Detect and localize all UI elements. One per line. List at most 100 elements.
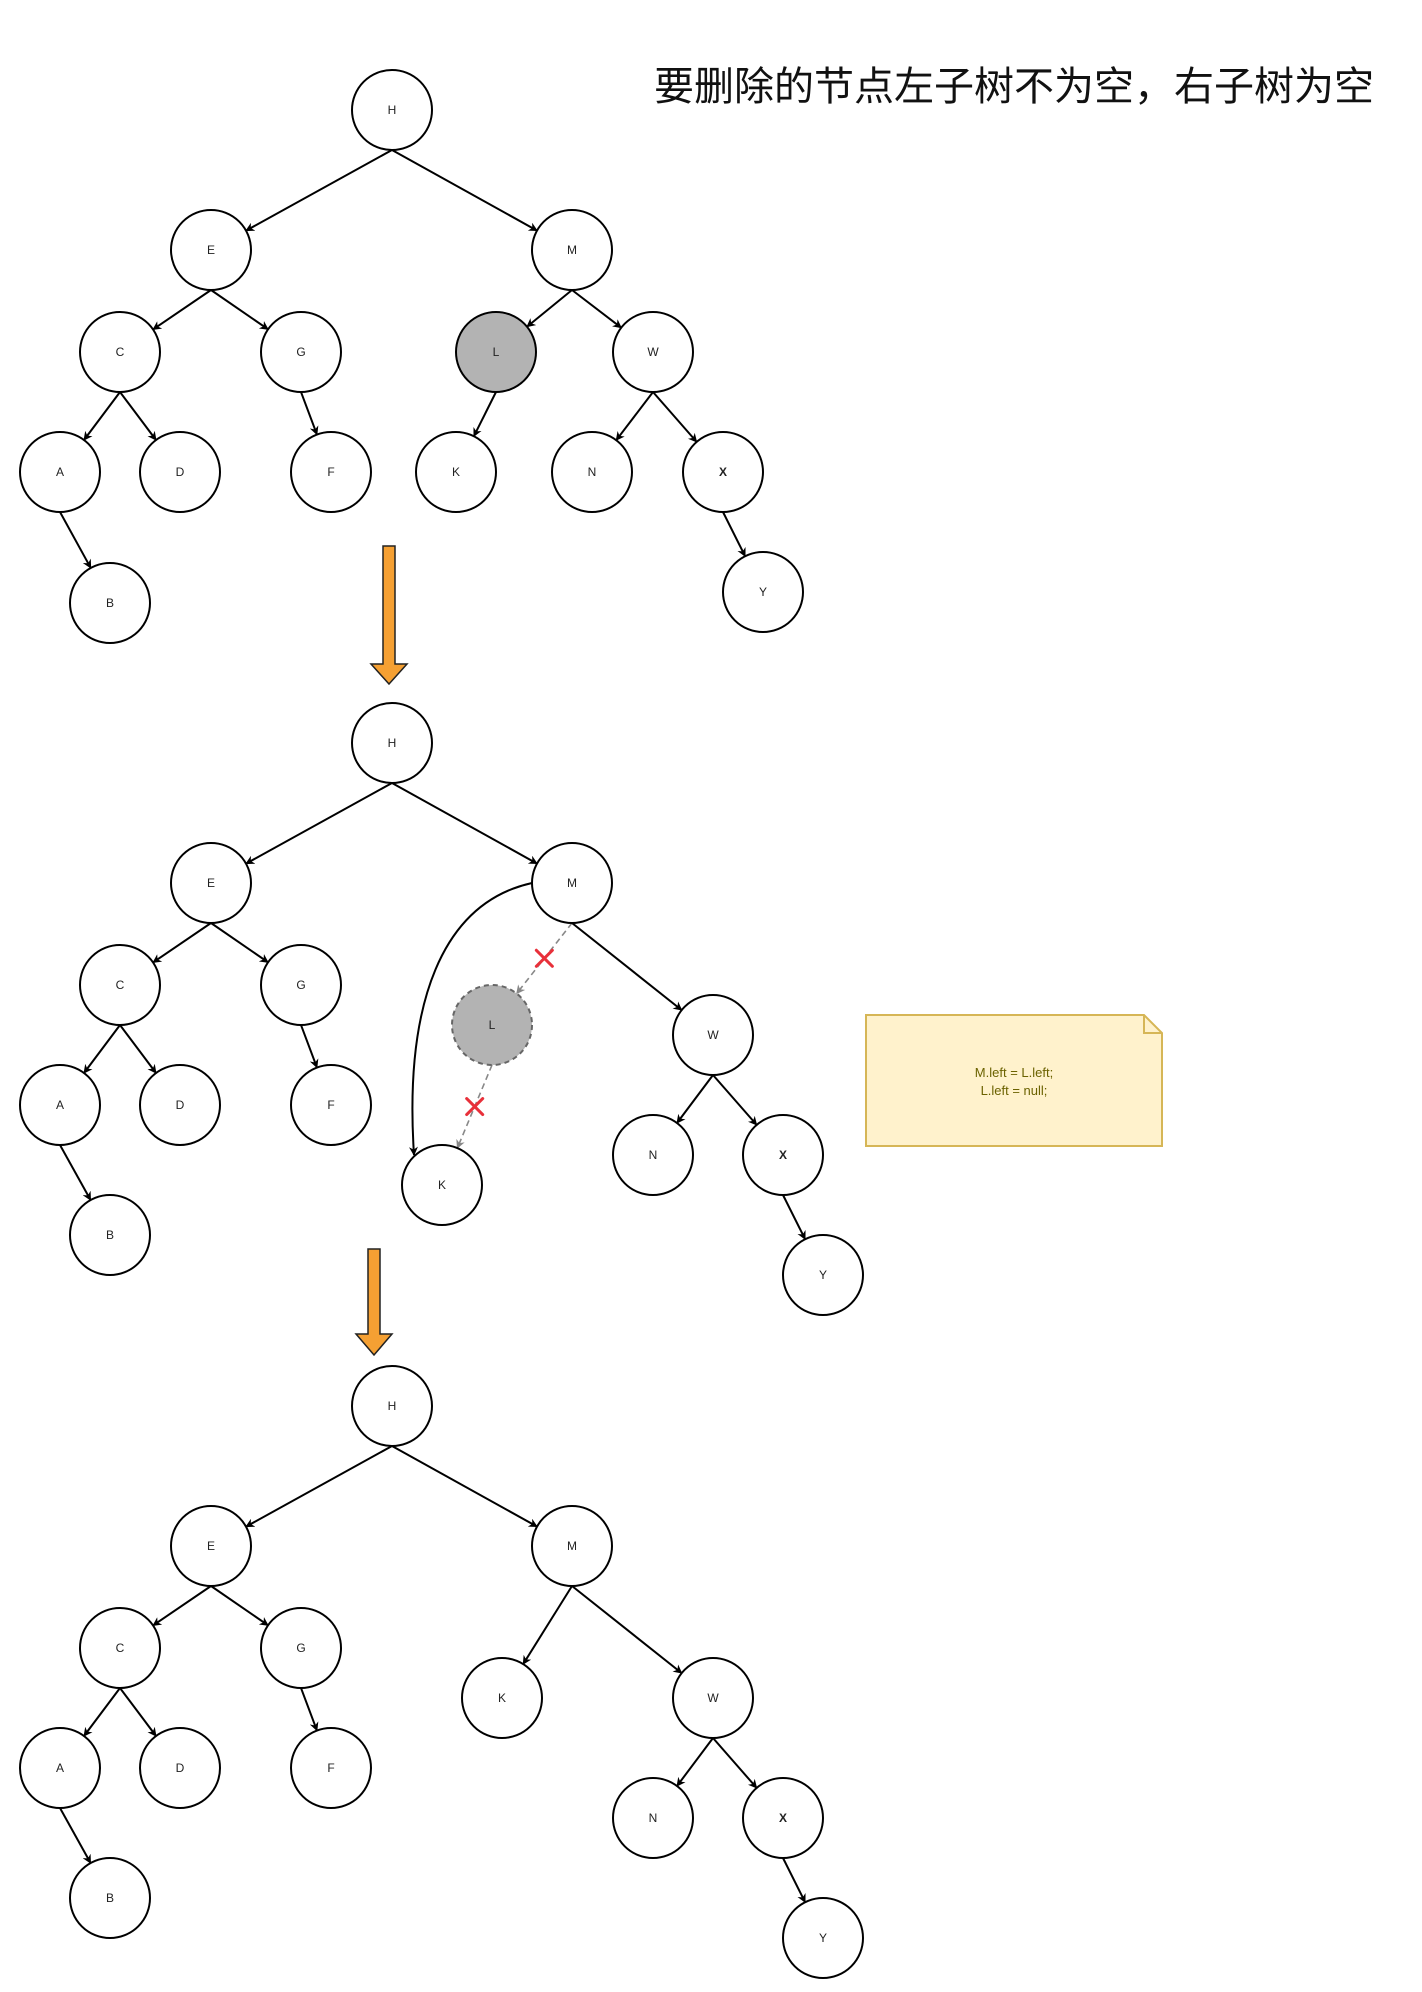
tree-node-e: E (170, 209, 252, 291)
tree-node-w: W (672, 1657, 754, 1739)
node-label: H (388, 736, 397, 750)
tree-node-w: W (672, 994, 754, 1076)
node-label: A (56, 465, 64, 479)
tree-node-b: B (69, 562, 151, 644)
edge-l-k (472, 391, 497, 438)
edge-w-n (615, 391, 654, 441)
tree-node-x: X (742, 1777, 824, 1859)
edge-g-f (300, 391, 319, 436)
tree-node-g: G (260, 311, 342, 393)
cross-icon (465, 1097, 485, 1117)
tree-node-c: C (79, 944, 161, 1026)
edge-m-w (571, 289, 622, 329)
edge-e-c (152, 922, 212, 964)
tree-node-d: D (139, 1727, 221, 1809)
tree-node-a: A (19, 1064, 101, 1146)
tree-node-b: B (69, 1857, 151, 1939)
node-label: Y (819, 1268, 827, 1282)
tree-node-b: B (69, 1194, 151, 1276)
tree-node-n: N (612, 1777, 694, 1859)
diagram-title: 要删除的节点左子树不为空，右子树为空 (654, 64, 1374, 110)
tree-node-m: M (531, 209, 613, 291)
edge-h-e (245, 149, 393, 232)
tree-node-e: E (170, 842, 252, 924)
node-label: L (493, 345, 500, 359)
node-label: M (567, 876, 577, 890)
node-label: D (176, 465, 185, 479)
edge-e-g (210, 1585, 269, 1627)
tree-node-a: A (19, 1727, 101, 1809)
node-label: B (106, 596, 114, 610)
edge-g-f (300, 1024, 319, 1069)
edge-c-d (119, 1024, 157, 1074)
edge-x-y (782, 1194, 807, 1241)
node-label: B (106, 1891, 114, 1905)
tree-node-w: W (612, 311, 694, 393)
tree-node-m: M (531, 1505, 613, 1587)
edge-w-x (712, 1737, 758, 1789)
node-label: C (116, 1641, 125, 1655)
edge-e-c (152, 1585, 212, 1627)
node-label: M (567, 1539, 577, 1553)
edge-c-d (119, 391, 157, 441)
edge-w-n (676, 1737, 714, 1787)
tree-node-y: Y (722, 551, 804, 633)
edge-m-k (522, 1585, 573, 1665)
node-label: M (567, 243, 577, 257)
edge-m-w (571, 1585, 683, 1674)
node-label: F (327, 465, 334, 479)
tree-node-f: F (290, 431, 372, 513)
node-label: N (649, 1148, 658, 1162)
edge-g-f (300, 1687, 319, 1732)
edge-w-n (676, 1074, 714, 1124)
tree-node-k: K (415, 431, 497, 513)
tree-node-a: A (19, 431, 101, 513)
node-label: X (779, 1811, 787, 1825)
edge-e-g (210, 289, 269, 331)
node-label: C (116, 345, 125, 359)
node-label: F (327, 1098, 334, 1112)
tree-node-n: N (612, 1114, 694, 1196)
edge-h-e (245, 782, 393, 865)
node-label: G (296, 345, 305, 359)
down-arrow-icon (369, 545, 409, 686)
edge-c-a (83, 1024, 121, 1074)
node-label: L (489, 1018, 496, 1032)
note-line-2: L.left = null; (981, 1083, 1048, 1098)
tree-node-y: Y (782, 1897, 864, 1979)
edge-w-x (712, 1074, 758, 1126)
tree-node-d: D (139, 1064, 221, 1146)
node-label: K (438, 1178, 446, 1192)
tree-node-k: K (461, 1657, 543, 1739)
node-label: A (56, 1761, 64, 1775)
node-label: N (649, 1811, 658, 1825)
edge-m-k (408, 882, 533, 1156)
node-label: D (176, 1098, 185, 1112)
node-label: N (588, 465, 597, 479)
tree-node-y: Y (782, 1234, 864, 1316)
tree-node-h: H (351, 1365, 433, 1447)
node-label: Y (819, 1931, 827, 1945)
note-line-1: M.left = L.left; (975, 1065, 1053, 1080)
edge-a-b (59, 511, 92, 569)
tree-node-f: F (290, 1064, 372, 1146)
edge-c-a (83, 1687, 121, 1737)
tree-node-k: K (401, 1144, 483, 1226)
tree-node-f: F (290, 1727, 372, 1809)
node-label: A (56, 1098, 64, 1112)
node-label: K (452, 465, 460, 479)
edge-a-b (59, 1144, 92, 1201)
edge-m-l (526, 289, 573, 328)
tree-node-e: E (170, 1505, 252, 1587)
tree-node-d: D (139, 431, 221, 513)
edge-h-m (391, 149, 538, 232)
tree-node-m: M (531, 842, 613, 924)
node-label: K (498, 1691, 506, 1705)
node-label: Y (759, 585, 767, 599)
edge-e-c (152, 289, 212, 331)
tree-node-g: G (260, 944, 342, 1026)
